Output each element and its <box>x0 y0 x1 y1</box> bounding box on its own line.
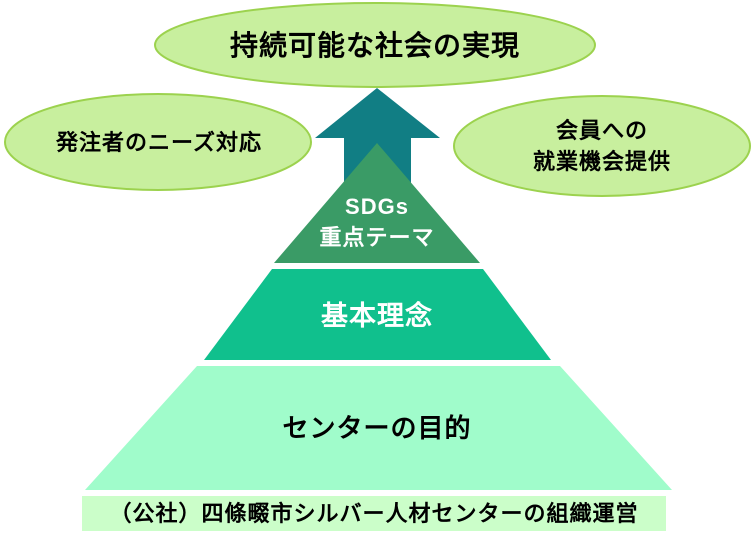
pyramid-level-purpose <box>85 366 672 490</box>
pyramid-level2-label: 基本理念 <box>321 301 433 331</box>
pyramid-level-sdgs <box>274 143 480 263</box>
right-ellipse-label: 会員への 就業機会提供 <box>454 115 750 177</box>
pyramid-level1-line2: 重点テーマ <box>319 225 435 250</box>
top-ellipse-label: 持続可能な社会の実現 <box>229 30 520 61</box>
pyramid-level3-label: センターの目的 <box>282 413 472 443</box>
base-bar-label: （公社）四條畷市シルバー人材センターの組織運営 <box>109 501 639 526</box>
pyramid-level-philosophy <box>204 269 551 360</box>
left-ellipse-label: 発注者のニーズ対応 <box>56 130 262 155</box>
right-ellipse-line1: 会員への <box>555 118 648 143</box>
pyramid-level1-label: SDGs 重点テーマ <box>277 191 477 253</box>
right-ellipse-line2: 就業機会提供 <box>532 149 671 174</box>
base-bar <box>82 496 666 531</box>
left-ellipse <box>4 93 312 191</box>
pyramid-level1-line1: SDGs <box>345 194 409 219</box>
right-ellipse <box>453 95 751 197</box>
top-ellipse <box>154 2 596 88</box>
